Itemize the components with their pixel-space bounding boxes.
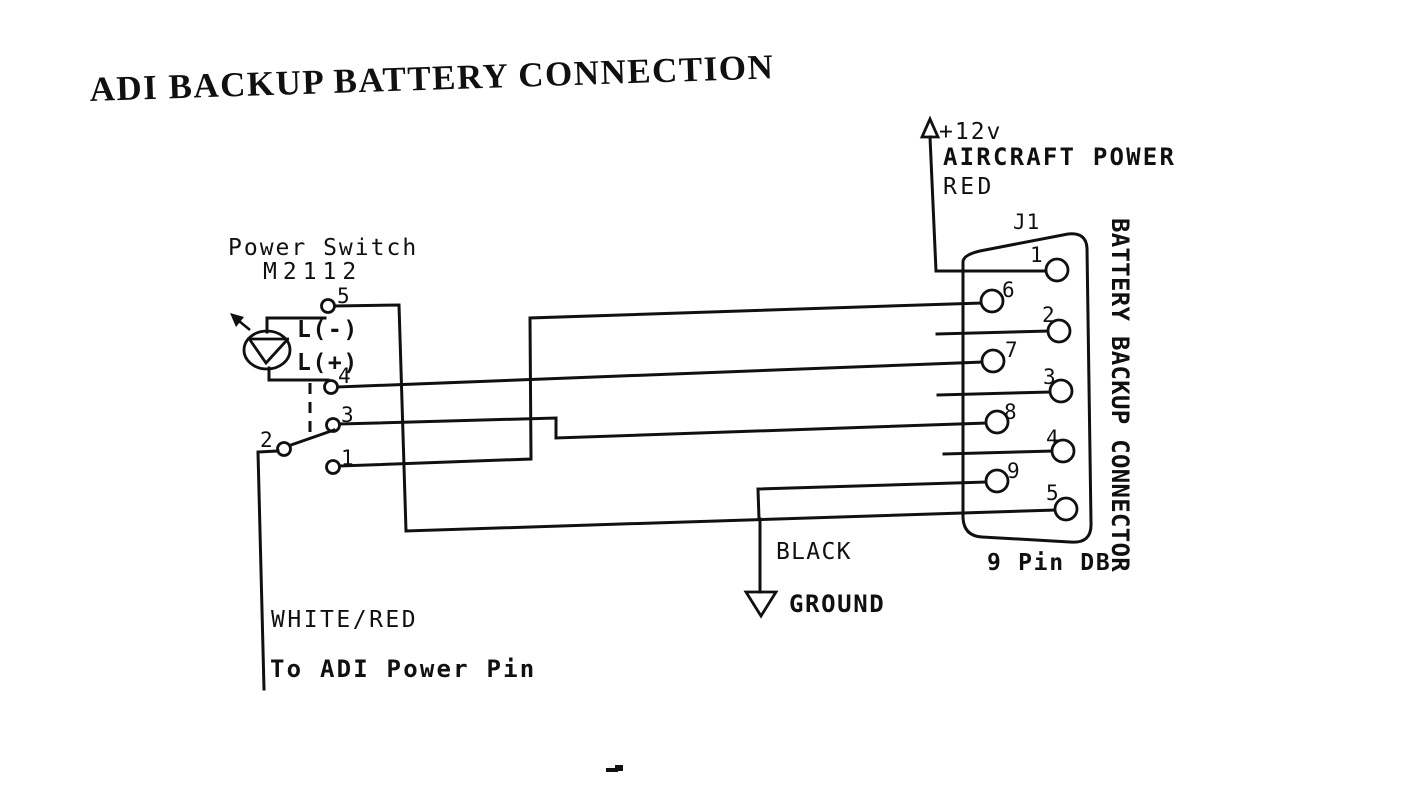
switch-pin3-label: 3 xyxy=(341,403,354,427)
lamp-lead-positive xyxy=(267,366,330,382)
wire-switch4-to-connector7 xyxy=(336,360,984,389)
connector-pin3-label: 3 xyxy=(1043,365,1056,389)
aircraft-power-label: AIRCRAFT POWER xyxy=(943,143,1176,171)
switch-pin5-label: 5 xyxy=(337,284,350,308)
wire-connector9-to-ground xyxy=(756,480,988,521)
voltage-label: +12v xyxy=(939,119,1002,145)
up-arrow-icon xyxy=(919,115,941,139)
connector-pin1 xyxy=(1044,257,1070,283)
connector-name-vertical: BATTERY BACKUP CONNECTOR xyxy=(1106,218,1134,572)
connector-pin7-label: 7 xyxy=(1005,338,1018,362)
lamp-negative-label: L(-) xyxy=(297,317,359,343)
connector-pin6 xyxy=(979,288,1005,314)
db9-connector-outline xyxy=(961,232,1093,544)
connector-pin9 xyxy=(984,468,1010,494)
connector-pin2 xyxy=(1046,318,1072,344)
wire-aircraft-power-to-connector1 xyxy=(928,135,1048,273)
switch-pin1-label: 1 xyxy=(341,446,354,470)
connector-pin5-label: 5 xyxy=(1046,481,1059,505)
switch-pin2-label: 2 xyxy=(260,428,273,452)
scan-artifact xyxy=(606,765,623,772)
connector-pin2-label: 2 xyxy=(1042,303,1055,327)
wire-switch3-to-connector8 xyxy=(338,416,988,440)
switch-lever xyxy=(289,428,336,447)
lamp-positive-label: L(+) xyxy=(297,350,359,376)
wire-switch2-to-adi xyxy=(256,449,280,691)
switch-pin2-terminal xyxy=(276,441,292,457)
connector-pin6-label: 6 xyxy=(1002,278,1015,302)
adi-power-pin-label: To ADI Power Pin xyxy=(270,655,536,683)
ground-label: GROUND xyxy=(789,590,885,618)
connector-pin8-label: 8 xyxy=(1004,400,1017,424)
switch-pin1-terminal xyxy=(325,459,341,475)
stub-connector2 xyxy=(935,329,1050,336)
black-wire-label: BLACK xyxy=(776,539,852,565)
connector-designator: J1 xyxy=(1013,210,1040,234)
connector-pin3 xyxy=(1048,378,1074,404)
connector-type-label: 9 Pin DB xyxy=(987,550,1111,576)
connector-pin1-label: 1 xyxy=(1030,243,1043,267)
lamp-lead-negative xyxy=(265,316,327,334)
stub-connector3 xyxy=(936,390,1052,397)
connector-pin5 xyxy=(1053,496,1079,522)
lamp-pointer-line xyxy=(238,319,251,332)
connector-pin9-label: 9 xyxy=(1007,459,1020,483)
switch-pin5-terminal xyxy=(320,298,336,314)
switch-pin4-terminal xyxy=(323,379,339,395)
wire-switch5-to-connector5 xyxy=(333,303,1057,533)
power-switch-label: Power Switch xyxy=(228,235,418,261)
page-title: ADI BACKUP BATTERY CONNECTION xyxy=(89,47,775,109)
lamp-pointer-arrow-icon xyxy=(230,313,244,327)
white-red-wire-label: WHITE/RED xyxy=(271,607,418,633)
connector-pin7 xyxy=(980,348,1006,374)
switch-pin4-label: 4 xyxy=(338,364,351,388)
connector-pin4-label: 4 xyxy=(1046,426,1059,450)
connector-pin4 xyxy=(1050,438,1076,464)
connector-pin8 xyxy=(984,409,1010,435)
ground-symbol-icon xyxy=(743,590,779,619)
red-wire-label: RED xyxy=(943,174,995,200)
wire-switch1-to-connector6 xyxy=(338,301,983,468)
lamp-triangle xyxy=(248,339,289,366)
stub-connector4 xyxy=(942,449,1054,456)
power-switch-model: M2112 xyxy=(263,259,362,285)
